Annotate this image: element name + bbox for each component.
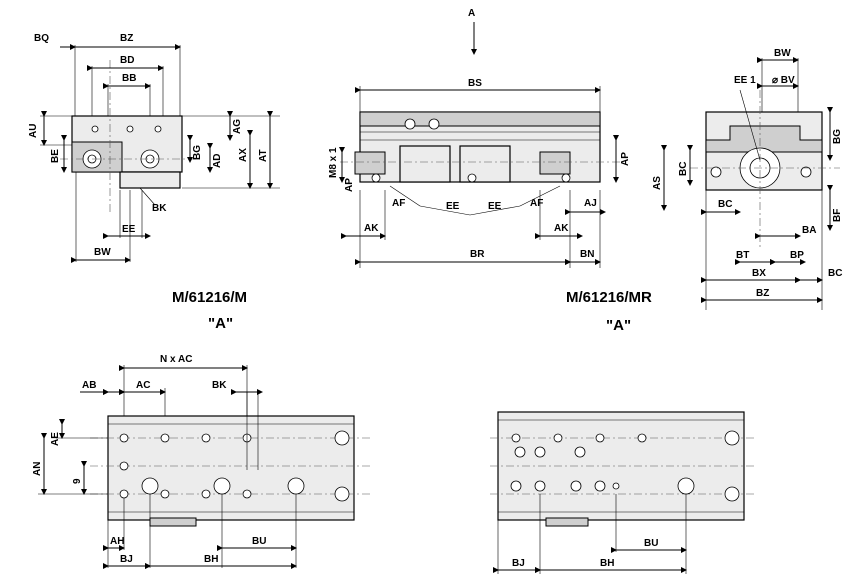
front-label-au: AU: [28, 124, 39, 138]
caption-right-model: M/61216/MR: [566, 289, 652, 306]
front-label-bq: BQ: [34, 33, 49, 44]
side-label-af-right: AF: [530, 198, 543, 209]
side-label-ap-left: AP: [344, 178, 355, 192]
end-label-as: AS: [652, 176, 663, 190]
front-label-be: BE: [50, 149, 61, 163]
br-label-bh: BH: [600, 558, 614, 569]
front-label-ag: AG: [232, 119, 243, 134]
front-label-bw: BW: [94, 247, 111, 258]
end-label-bf: BF: [832, 209, 843, 222]
bl-label-bh: BH: [204, 554, 218, 565]
bottom-right-view: BJ BH BU: [490, 411, 756, 574]
view-marker-label: A: [468, 8, 475, 19]
view-marker-a: A: [468, 8, 477, 55]
side-label-ap-right: AP: [620, 152, 631, 166]
side-label-aj: AJ: [584, 198, 597, 209]
end-label-bx: BX: [752, 268, 766, 279]
front-label-bk: BK: [152, 203, 167, 214]
bl-label-ab: AB: [82, 380, 96, 391]
side-label-ak-right: AK: [554, 223, 569, 234]
side-label-ee-left: EE: [446, 201, 460, 212]
bottom-left-view: N x AC AB AC BK AE AN 9 AH BJ BH BU: [32, 354, 370, 569]
front-label-bg: BG: [192, 145, 203, 160]
front-label-ad: AD: [212, 154, 223, 168]
front-view: BQ BZ BD BB AU BE AG AD AX AT BG BK EE B…: [28, 33, 280, 263]
end-label-bc-left: BC: [678, 162, 689, 176]
side-label-m8: M8 x 1: [328, 147, 339, 178]
side-label-br: BR: [470, 249, 485, 260]
br-label-bj: BJ: [512, 558, 525, 569]
end-label-ee1: EE 1: [734, 75, 756, 86]
bl-label-an: AN: [32, 462, 43, 476]
end-label-bp: BP: [790, 250, 804, 261]
end-label-ba: BA: [802, 225, 816, 236]
end-label-bg: BG: [832, 129, 843, 144]
caption-right-view: "A": [606, 317, 631, 334]
bottom-left-plate: [107, 415, 355, 521]
end-label-bw: BW: [774, 48, 791, 59]
end-label-bv: ⌀ BV: [772, 75, 795, 86]
bl-label-nxac: N x AC: [160, 354, 192, 365]
front-label-ee: EE: [122, 224, 136, 235]
front-label-bd: BD: [120, 55, 134, 66]
bl-label-ac: AC: [136, 380, 150, 391]
end-label-bt: BT: [736, 250, 749, 261]
bl-label-bj: BJ: [120, 554, 133, 565]
bl-label-9: 9: [72, 478, 83, 484]
bl-label-bk: BK: [212, 380, 227, 391]
end-label-bc-top: BC: [718, 199, 732, 210]
br-label-bu: BU: [644, 538, 658, 549]
side-label-ee-right: EE: [488, 201, 502, 212]
side-label-af-left: AF: [392, 198, 405, 209]
end-view: BW EE 1 ⌀ BV BG AS BC BF BC BA BT BP BX …: [652, 48, 843, 310]
front-label-bz: BZ: [120, 33, 133, 44]
caption-left-view: "A": [208, 315, 233, 332]
bl-label-ah: AH: [110, 536, 124, 547]
end-label-bz: BZ: [756, 288, 769, 299]
front-label-at: AT: [258, 149, 269, 162]
end-label-bc-right: BC: [828, 268, 842, 279]
bl-label-bu: BU: [252, 536, 266, 547]
caption-left-model: M/61216/M: [172, 289, 247, 306]
side-view: BS M8 x 1 AP AP AF EE EE AF AJ AK AK BR …: [328, 78, 631, 268]
side-label-bn: BN: [580, 249, 594, 260]
side-label-bs: BS: [468, 78, 482, 89]
side-label-ak-left: AK: [364, 223, 379, 234]
front-label-bb: BB: [122, 73, 136, 84]
front-label-ax: AX: [238, 148, 249, 162]
bl-label-ae: AE: [50, 432, 61, 446]
